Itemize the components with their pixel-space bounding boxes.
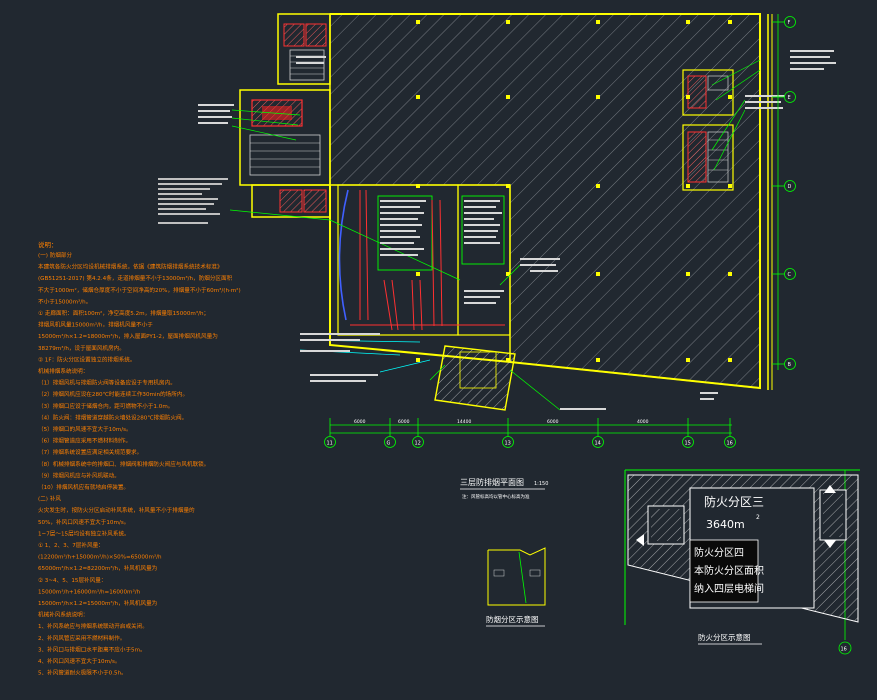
grid-col-label: 14 xyxy=(595,441,601,447)
note-line: （8）机械排烟系统中的排烟口、排烟阀和排烟防火阀应与风机联锁。 xyxy=(38,460,209,468)
note-line: 机械排烟系统说明： xyxy=(38,367,88,375)
note-line: 本建筑各防火分区均设机械排烟系统，依据《建筑防烟排烟系统技术标准》 xyxy=(38,263,223,271)
note-line: 5、补风管道耐火极限不小于0.5h。 xyxy=(38,669,127,677)
note-line: 4、补风口风速不宜大于10m/s。 xyxy=(38,657,120,665)
note-line: （3）排烟口应设于储烟仓内，距可燃物不小于1.0m。 xyxy=(38,402,173,410)
note-line: （9）排烟风机应与补风机联动。 xyxy=(38,471,120,479)
note-line: 不大于1000m²，储烟仓厚度不小于空间净高的20%，排烟量不小于60m³/(h… xyxy=(38,286,241,294)
grid-col-label: 13 xyxy=(505,441,511,447)
note-line: 3、补风口与排烟口水平距离不应小于5m。 xyxy=(38,645,146,653)
grid-row-label: C xyxy=(788,272,792,278)
core-right-top xyxy=(682,69,734,116)
core-top-left xyxy=(277,13,331,85)
note-line: 火灾发生时，按防火分区启动补风系统，补风量不小于排烟量的 xyxy=(38,506,195,514)
grid-col-label: 12 xyxy=(415,441,421,447)
building-outline xyxy=(329,13,761,390)
blue-duct xyxy=(338,189,349,321)
fire-zone-area-sup: 2 xyxy=(756,514,760,521)
annotation-text-blocks xyxy=(158,50,836,410)
dimension-label: 6000 xyxy=(354,419,366,425)
duct-shaft-a xyxy=(377,195,433,271)
smoke-zone-diagram: 防烟分区示意图 xyxy=(486,547,546,627)
note-line: （5）排烟口的风速不宜大于10m/s。 xyxy=(38,425,132,433)
zone-note-line: 纳入四层电梯间 xyxy=(694,582,764,595)
zone-note-line: 本防火分区面积 xyxy=(694,564,764,577)
note-line: 15000m³/h×1.2=15000m³/h，补风机风量为 xyxy=(38,599,158,607)
note-line: （4）防火阀：排烟管道穿越防火墙处设280℃排烟防火阀。 xyxy=(38,413,187,421)
note-line: 38279m³/h，设于屋面风机房内。 xyxy=(38,344,125,352)
note-line: （10）排烟风机应有就地启停装置。 xyxy=(38,483,129,491)
plan-subtitle: 注：风管标高均以管中心标高为准 xyxy=(462,493,530,500)
structural-columns xyxy=(416,20,732,362)
fire-zone-area: 3640m xyxy=(706,518,745,531)
red-ducts xyxy=(350,189,505,331)
shaft-top-left-2 xyxy=(305,23,327,47)
note-line: 1~7层～15层均设有独立补风系统。 xyxy=(38,529,130,537)
core-lower-left xyxy=(251,184,331,218)
note-line: ② 3~4、5、15层补风量： xyxy=(38,576,106,584)
note-line: 50%，补风口风速不宜大于10m/s。 xyxy=(38,518,129,526)
note-line: ① 走廊面积：面积100m²，净空高度5.2m，排烟量取15000m³/h； xyxy=(38,309,209,317)
notes-heading: 说明： xyxy=(38,240,58,249)
note-line: （2）排烟风机应设在280℃时能连续工作30min的场所内。 xyxy=(38,390,188,398)
note-line: 机械补风系统说明： xyxy=(38,611,88,619)
grid-col-label: 11 xyxy=(327,441,333,447)
room-right xyxy=(457,184,511,336)
note-line: 1、补风系统应与排烟系统联动开启或关闭。 xyxy=(38,622,148,630)
duct-shaft-b xyxy=(461,195,505,265)
note-line: 排烟风机风量15000m³/h，排烟机风量不小于 xyxy=(38,321,153,329)
floor-plan xyxy=(158,13,836,411)
fire-zone-name: 防火分区三 xyxy=(704,494,764,509)
note-line: 不小于15000m³/h。 xyxy=(38,297,91,305)
note-line: （7）排烟系统设置应满足相关规范要求。 xyxy=(38,448,142,456)
shaft-top-left xyxy=(283,23,305,47)
dimension-label: 6000 xyxy=(398,419,410,425)
note-line: (二) 补风 xyxy=(38,495,61,503)
note-line: ① 1、2、3、7层补风量： xyxy=(38,541,104,549)
note-line: (GB51251-2017) 第4.2.4条，走道排烟量不小于13000m³/h… xyxy=(38,274,233,282)
design-notes: 说明： (一) 防烟部分本建筑各防火分区均设机械排烟系统，依据《建筑防烟排烟系统… xyxy=(38,240,241,677)
note-line: （1）排烟风机与排烟防火阀等设备应设于专用机房内。 xyxy=(38,379,176,387)
dimension-label: 14400 xyxy=(457,419,471,425)
note-line: 2、补风风管应采用不燃材料制作。 xyxy=(38,634,125,642)
dimension-label: 6000 xyxy=(547,419,559,425)
core-right-mid xyxy=(682,124,734,191)
cyan-leaders xyxy=(299,339,431,373)
leader-lines xyxy=(229,59,761,411)
grid-col-label: G xyxy=(387,441,391,447)
zone-note-line: 防火分区四 xyxy=(694,546,744,559)
note-line: ② 1F：防火分区设置独立的排烟系统。 xyxy=(38,355,135,363)
fire-zone-grid-label: 16 xyxy=(841,647,847,653)
note-line: (12200m³/h+15000m³/h)×50%=65000m³/h xyxy=(38,554,162,561)
note-line: 15000m³/h×1.2=18000m³/h，排入屋面PY1-2，屋面排烟风机… xyxy=(38,332,218,340)
grid-row-label: F xyxy=(788,20,791,26)
stair-mid-left xyxy=(249,134,321,176)
note-line: (一) 防烟部分 xyxy=(38,251,73,259)
stair-top-left xyxy=(289,49,325,81)
smoke-zone-title: 防烟分区示意图 xyxy=(486,614,539,624)
note-line: （6）排烟管道应采用不燃材料制作。 xyxy=(38,437,131,445)
note-line: 15000m³/h+16000m³/h=16000m³/h xyxy=(38,588,141,595)
grid-row-label: D xyxy=(788,184,792,190)
grid-axes: 11 G 12 13 14 15 16 F E D C B 6000 6000 14400 6000 400… xyxy=(324,14,796,448)
dimension-label: 4000 xyxy=(637,419,649,425)
plan-title: 三层防排烟平面图 xyxy=(460,477,524,487)
plan-scale: 1:150 xyxy=(534,481,548,487)
grid-col-label: 16 xyxy=(727,441,733,447)
note-line: 65000m³/h×1.2=82200m³/h，补风机风量为 xyxy=(38,564,158,572)
fire-zone-title: 防火分区示意图 xyxy=(698,632,751,642)
plan-title-block: 三层防排烟平面图 1:150 注：风管标高均以管中心标高为准 xyxy=(460,477,548,500)
grid-row-label: B xyxy=(788,362,792,368)
grid-row-label: E xyxy=(788,95,791,101)
exterior-stair xyxy=(434,345,516,411)
grid-col-label: 15 xyxy=(685,441,691,447)
